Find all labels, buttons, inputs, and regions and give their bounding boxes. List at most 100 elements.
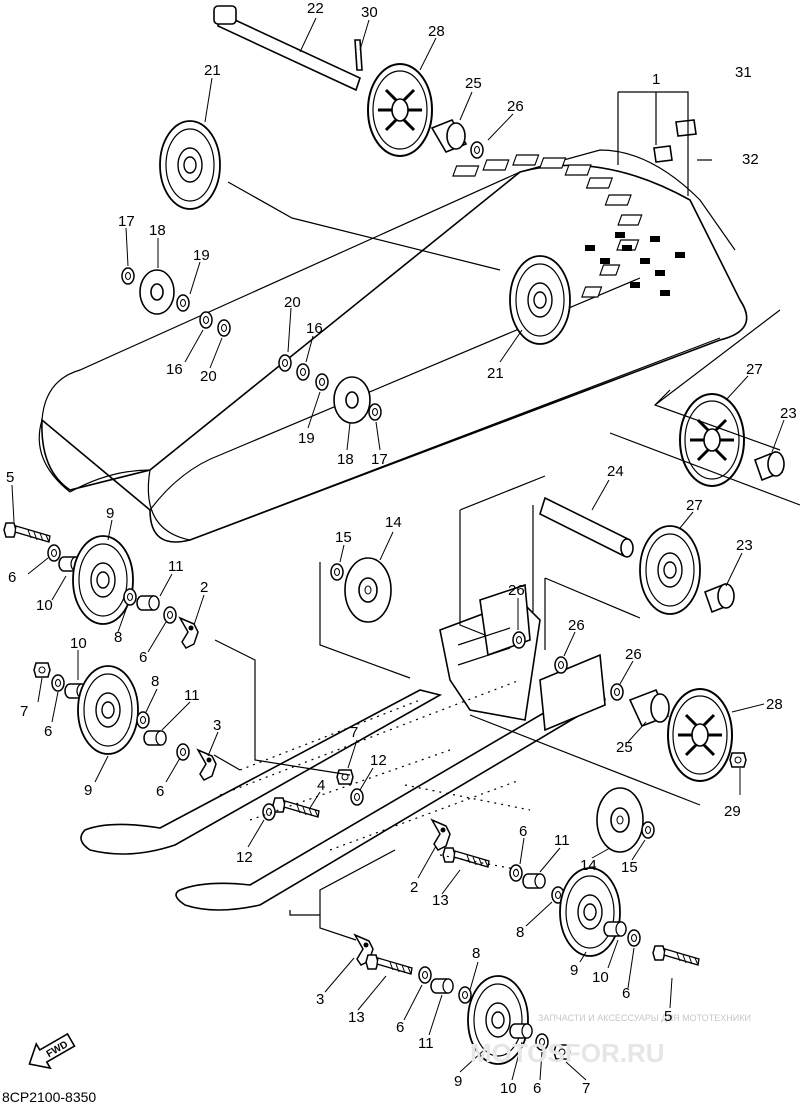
callout-9: 9 [454,1073,462,1090]
callout-26: 26 [507,98,524,115]
washer-6-a [47,544,61,562]
washer-16-left [199,311,213,329]
callout-23: 23 [736,537,753,554]
collar-8-b [136,711,150,729]
washer-6-e [509,864,523,882]
callout-20: 20 [200,368,217,385]
callout-13: 13 [432,892,449,909]
bolt-13-b [365,954,413,975]
callout-2: 2 [410,879,418,896]
collar-23-upper [753,450,785,482]
reference-lines [213,91,800,941]
callout-11: 11 [184,687,200,704]
collar-25-lower [628,688,670,728]
collar-11-b [143,730,167,746]
washer-26-b [554,656,568,674]
callout-21: 21 [204,62,221,79]
pin-30 [354,39,363,71]
nut-29 [729,752,747,768]
collar-11-a [136,595,160,611]
callout-25: 25 [465,75,482,92]
callout-8: 8 [472,945,480,962]
callout-6: 6 [8,569,16,586]
callout-25: 25 [616,739,633,756]
callout-6: 6 [44,723,52,740]
washer-6-c [51,674,65,692]
callout-labels: 22 30 28 21 25 26 1 31 32 17 18 19 20 16… [6,0,797,1097]
washer-6-d [176,743,190,761]
callout-18: 18 [149,222,166,239]
washer-6-g [418,966,432,984]
callout-26: 26 [508,582,525,599]
washer-17-center [368,403,382,421]
callout-18: 18 [337,451,354,468]
washer-15-lower [641,821,655,839]
callout-6: 6 [622,985,630,1002]
callout-19: 19 [193,247,210,264]
callout-3: 3 [316,991,324,1008]
wheel-14-lower [596,787,644,853]
watermark-line1: ЗАПЧАСТИ И АКСЕССУАРЫ ДЛЯ МОТОТЕХНИКИ [538,1013,751,1023]
washer-26-upper [470,141,484,159]
callout-26: 26 [568,617,585,634]
collar-11-c [522,873,546,889]
washer-17-left [121,267,135,285]
bracket-2-lower [431,819,451,851]
callout-8: 8 [151,673,159,690]
callout-6: 6 [533,1080,541,1097]
wheel-21-left [159,120,221,210]
washer-6-f [627,929,641,947]
wheel-21-center [509,255,571,345]
callout-29: 29 [724,803,741,820]
washer-12-a [350,788,364,806]
callout-10: 10 [500,1080,517,1097]
callout-7: 7 [582,1080,590,1097]
diagram-code: 8CP2100-8350 [2,1089,96,1105]
callout-12: 12 [236,849,253,866]
callout-15: 15 [621,859,638,876]
callout-6: 6 [156,783,164,800]
washer-26-a [512,631,526,649]
collar-25-upper [430,119,468,153]
callout-16: 16 [306,320,323,337]
callout-4: 4 [317,777,325,794]
callout-5: 5 [6,469,14,486]
callout-10: 10 [70,635,87,652]
washer-6-b [163,606,177,624]
bracket-3-upper [197,749,217,781]
callout-23: 23 [780,405,797,422]
callout-2: 2 [200,579,208,596]
wheel-9-a [72,535,134,625]
wheel-9-b [77,665,139,755]
clips-31-32 [653,119,697,163]
collar-8-a [123,588,137,606]
shaft-24 [539,496,634,558]
washer-15-center [330,563,344,581]
callout-9: 9 [570,962,578,979]
rear-arm-frame [439,583,606,732]
bolt-13-a [442,847,490,868]
track-belt [38,149,748,543]
callout-8: 8 [516,924,524,941]
callout-24: 24 [607,463,624,480]
callout-28: 28 [766,696,783,713]
callout-1: 1 [652,71,660,88]
callout-6: 6 [519,823,527,840]
fwd-arrow-icon: FWD [28,1032,76,1070]
callout-27: 27 [746,361,763,378]
washer-16-center [296,363,310,381]
callout-17: 17 [118,213,135,230]
wheel-14-center [344,557,392,623]
washer-19-center [315,373,329,391]
washer-20-left [217,319,231,337]
callout-15: 15 [335,529,352,546]
dotted-guides [219,679,531,871]
bolt-5-lower [652,945,700,966]
shaft-22 [213,5,361,92]
collar-8-d [458,986,472,1004]
fwd-label: FWD [45,1039,70,1060]
collar-10-c [603,921,627,937]
washer-26-c [610,683,624,701]
leader-lines [11,17,785,1081]
